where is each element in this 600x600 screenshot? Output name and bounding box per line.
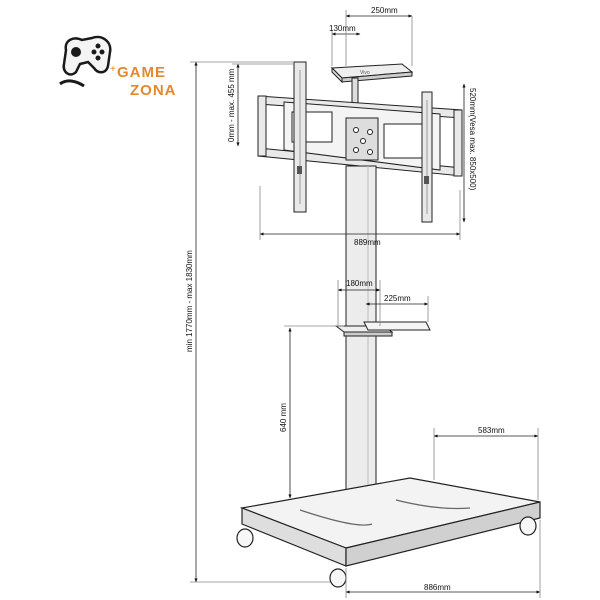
vesa-bracket	[257, 61, 463, 223]
dim-total-height: min 1770mm - max 1830mm	[185, 250, 194, 352]
gamepad-icon: +	[59, 35, 116, 88]
dim-base-width: 886mm	[424, 583, 451, 592]
logo-line1: GAME	[117, 64, 166, 81]
base	[236, 477, 541, 588]
svg-text:Vivo: Vivo	[360, 70, 370, 76]
dim-shelf-height: 640 mm	[279, 403, 288, 432]
dimension-labels: 250mm 130mm 0mm - max. 455 mm 520mm(Vesa…	[185, 6, 505, 592]
dim-shelf-mid-depth: 180mm	[346, 279, 373, 288]
dim-vesa: 520mm(Vesa max. 850x500)	[468, 88, 477, 191]
dim-shelf-mid-width: 225mm	[384, 294, 411, 303]
middle-shelf	[334, 321, 431, 337]
caster-wheel	[236, 516, 537, 588]
top-camera-shelf: Vivo	[330, 63, 414, 121]
dim-bracket-width: 889mm	[354, 238, 381, 247]
logo-line2: ZONA	[130, 82, 177, 99]
dim-tilt-height: 0mm - max. 455 mm	[227, 68, 236, 142]
dim-shelf-top-width: 250mm	[371, 6, 398, 15]
logo: + GAME ZONA	[59, 35, 177, 99]
dim-base-depth: 583mm	[478, 426, 505, 435]
dimension-lines	[190, 10, 541, 598]
dim-shelf-top-depth: 130mm	[329, 24, 356, 33]
svg-text:+: +	[110, 64, 116, 75]
